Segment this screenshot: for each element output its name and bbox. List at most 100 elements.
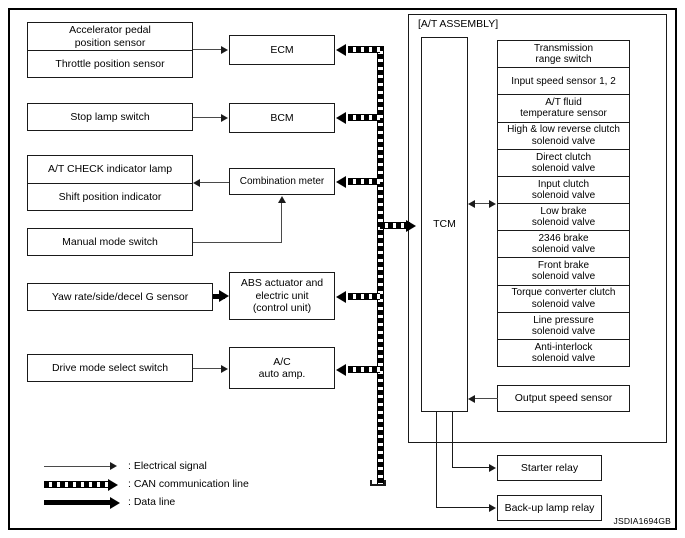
line-output-speed-to-tcm <box>474 398 498 399</box>
line-manualmode-vertical <box>281 203 282 243</box>
throttle-position-sensor: Throttle position sensor <box>28 50 192 77</box>
label-line: (control unit) <box>252 302 312 315</box>
module-tcm: TCM <box>421 37 468 412</box>
module-label: ECM <box>270 43 294 56</box>
can-branch-tcm <box>380 222 410 229</box>
can-bus-terminator-right <box>384 480 386 485</box>
can-line-icon <box>44 481 110 488</box>
indicator-box-group: A/T CHECK indicator lamp Shift position … <box>27 155 193 211</box>
arrow-can-combination-meter <box>336 176 346 188</box>
can-branch-abs <box>348 293 380 300</box>
can-bus-terminator-left <box>370 480 372 485</box>
label-line: Output speed sensor <box>514 392 613 405</box>
electrical-signal-arrow-icon <box>110 462 117 470</box>
line-tcm-backup-horizontal <box>436 507 490 508</box>
legend: : Electrical signal : CAN communication … <box>40 458 280 512</box>
diagram-frame <box>8 8 677 530</box>
arrow-can-bcm <box>336 112 346 124</box>
can-branch-combination-meter <box>348 178 380 185</box>
reference-code: JSDIA1694GB <box>613 516 671 526</box>
arrow-output-speed-to-tcm <box>468 395 475 403</box>
legend-row-can-line: : CAN communication line <box>40 476 280 494</box>
shift-position-indicator: Shift position indicator <box>28 183 192 210</box>
input-box-drive-mode-select-switch: Drive mode select switch <box>27 354 193 382</box>
module-ecm: ECM <box>229 35 335 65</box>
at-component-row: Input speed sensor 1, 2 <box>498 67 629 94</box>
label-line: ABS actuator and <box>240 277 324 290</box>
arrow-tcm-to-starter-relay <box>489 464 496 472</box>
line-accel-to-ecm <box>193 49 222 50</box>
legend-row-electrical-signal: : Electrical signal <box>40 458 280 476</box>
input-box-accel-throttle: Accelerator pedal position sensor Thrott… <box>27 22 193 78</box>
label-line: Back-up lamp relay <box>504 501 595 514</box>
arrow-drivemode-to-ac <box>221 365 228 373</box>
starter-relay-box: Starter relay <box>497 455 602 481</box>
accelerator-pedal-position-sensor: Accelerator pedal position sensor <box>28 23 192 50</box>
arrow-can-ecm <box>336 44 346 56</box>
backup-lamp-relay-box: Back-up lamp relay <box>497 495 602 521</box>
line-stoplamp-to-bcm <box>193 117 222 118</box>
label-line: Manual mode switch <box>62 235 158 248</box>
can-bus-trunk <box>377 46 384 484</box>
module-combination-meter: Combination meter <box>229 168 335 195</box>
arrow-accel-to-ecm <box>221 46 228 54</box>
arrow-components-to-tcm <box>468 200 475 208</box>
legend-label: : CAN communication line <box>128 478 249 490</box>
at-assembly-label: [A/T ASSEMBLY] <box>418 18 499 30</box>
can-branch-ecm <box>348 46 380 53</box>
label-line: auto amp. <box>258 368 306 380</box>
line-manualmode-horizontal <box>193 242 282 243</box>
label-line: A/T CHECK indicator lamp <box>47 163 173 176</box>
legend-row-data-line: : Data line <box>40 494 280 512</box>
line-tcm-backup-vertical <box>436 412 437 508</box>
module-ac-auto-amp: A/C auto amp. <box>229 347 335 389</box>
data-line-icon <box>44 500 114 505</box>
data-line-arrow-icon <box>110 497 120 509</box>
arrow-manualmode-to-meter <box>278 196 286 203</box>
output-speed-sensor-box: Output speed sensor <box>497 385 630 412</box>
arrow-tcm-to-backup-lamp-relay <box>489 504 496 512</box>
label-line: A/C <box>273 355 291 368</box>
arrow-tcm-to-components <box>489 200 496 208</box>
can-bus-terminator-horizontal <box>370 484 386 486</box>
legend-label: : Electrical signal <box>128 460 207 472</box>
arrow-can-abs <box>336 291 346 303</box>
arrow-yaw-to-abs <box>219 290 229 302</box>
label-line: Drive mode select switch <box>51 361 169 374</box>
label-line: Throttle position sensor <box>55 57 165 70</box>
line-drivemode-to-ac <box>193 368 222 369</box>
input-box-yaw-rate-sensor: Yaw rate/side/decel G sensor <box>27 283 213 311</box>
line-meter-to-indicator <box>200 182 229 183</box>
legend-label: : Data line <box>128 496 176 508</box>
label-line: Shift position indicator <box>58 190 162 203</box>
line-tcm-starter-horizontal <box>452 467 490 468</box>
line-tcm-starter-vertical <box>452 412 453 468</box>
at-check-indicator-lamp: A/T CHECK indicator lamp <box>28 156 192 183</box>
can-line-arrow-icon <box>108 479 118 491</box>
arrow-meter-to-indicator <box>193 179 200 187</box>
can-branch-bcm <box>348 114 380 121</box>
label-line: Accelerator pedal <box>69 24 151 37</box>
arrow-can-tcm <box>406 220 416 232</box>
module-bcm: BCM <box>229 103 335 133</box>
module-abs-actuator: ABS actuator and electric unit (control … <box>229 272 335 320</box>
electrical-signal-line-icon <box>44 466 112 467</box>
module-label: Combination meter <box>239 175 325 187</box>
can-branch-ac-amp <box>348 366 380 373</box>
module-label: TCM <box>433 218 456 231</box>
input-box-stop-lamp-switch: Stop lamp switch <box>27 103 193 131</box>
label-line: Yaw rate/side/decel G sensor <box>51 290 189 303</box>
line-tcm-to-components <box>474 203 494 204</box>
